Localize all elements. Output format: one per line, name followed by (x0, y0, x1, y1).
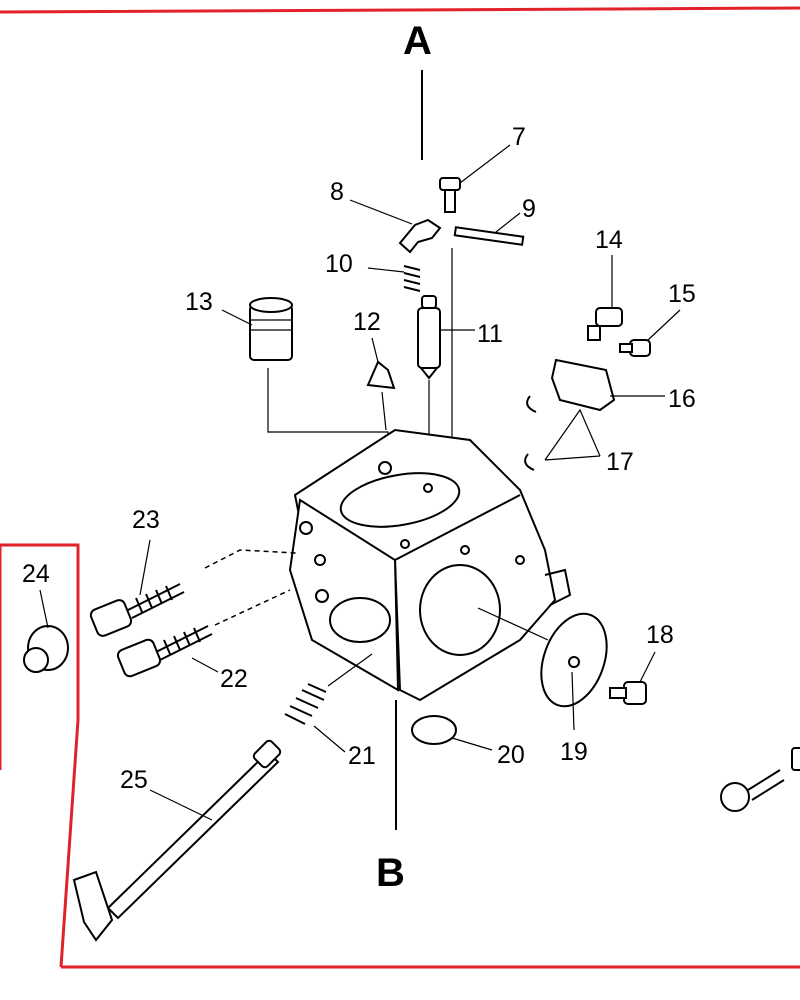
edge-screw-right (720, 747, 800, 812)
part-22-adjust-screw (116, 625, 213, 678)
leader-22 (191, 657, 219, 673)
label-16: 16 (668, 385, 696, 413)
leader-23 (139, 539, 151, 596)
leader-19-a (477, 607, 549, 641)
leader-19-b (571, 671, 575, 731)
part-17-clip-a (526, 395, 537, 413)
part-13-cylinder (249, 297, 293, 361)
label-9: 9 (522, 195, 536, 223)
label-12: 12 (353, 308, 381, 336)
label-14: 14 (595, 226, 623, 254)
label-10: 10 (325, 250, 353, 278)
part-18-screw (609, 681, 647, 705)
part-8-lever (398, 218, 442, 254)
label-24: 24 (22, 560, 50, 588)
leader-7 (459, 144, 511, 184)
leader-22-b (214, 589, 291, 626)
leader-20 (451, 737, 493, 751)
label-15: 15 (668, 280, 696, 308)
label-7: 7 (512, 123, 526, 151)
leader-15 (647, 309, 681, 341)
label-20: 20 (497, 741, 525, 769)
label-B: B (376, 851, 405, 895)
label-22: 22 (220, 665, 248, 693)
leader-10 (367, 267, 405, 273)
label-A: A (403, 19, 432, 63)
label-13: 13 (185, 288, 213, 316)
carburetor-body (288, 428, 572, 702)
leader-8 (349, 199, 413, 225)
part-25-shaft (72, 739, 282, 942)
leader-18 (639, 651, 656, 683)
leader-13 (221, 309, 253, 326)
part-17-clip-b (524, 453, 535, 471)
label-25: 25 (120, 766, 148, 794)
part-7-screw (439, 177, 461, 213)
label-19: 19 (560, 738, 588, 766)
leader-23-b (204, 549, 297, 569)
label-8: 8 (330, 178, 344, 206)
part-9-pin (453, 226, 525, 246)
part-12-tip (366, 360, 396, 390)
label-18: 18 (646, 621, 674, 649)
main-frame (0, 6, 800, 969)
part-10-spring (403, 265, 421, 292)
part-15-screw (619, 339, 651, 357)
leader-12-b (381, 391, 387, 431)
leader-21-b (327, 653, 373, 687)
leader-21 (313, 725, 346, 753)
part-14-screw (587, 307, 623, 341)
part-20-screen (411, 715, 457, 745)
part-21-spring (284, 683, 327, 725)
label-21: 21 (348, 742, 376, 770)
label-11: 11 (477, 320, 503, 348)
leader-25 (149, 789, 213, 821)
leader-9 (495, 212, 521, 233)
part-16-plate (550, 358, 616, 412)
leader-24 (39, 589, 49, 629)
leader-17 (544, 408, 601, 461)
part-24-cap (23, 625, 69, 673)
leader-12 (371, 337, 379, 363)
label-17: 17 (606, 448, 634, 476)
part-11-needle (417, 295, 441, 380)
part-19-hole (568, 656, 580, 668)
label-23: 23 (132, 506, 160, 534)
part-23-adjust-screw (89, 583, 185, 637)
